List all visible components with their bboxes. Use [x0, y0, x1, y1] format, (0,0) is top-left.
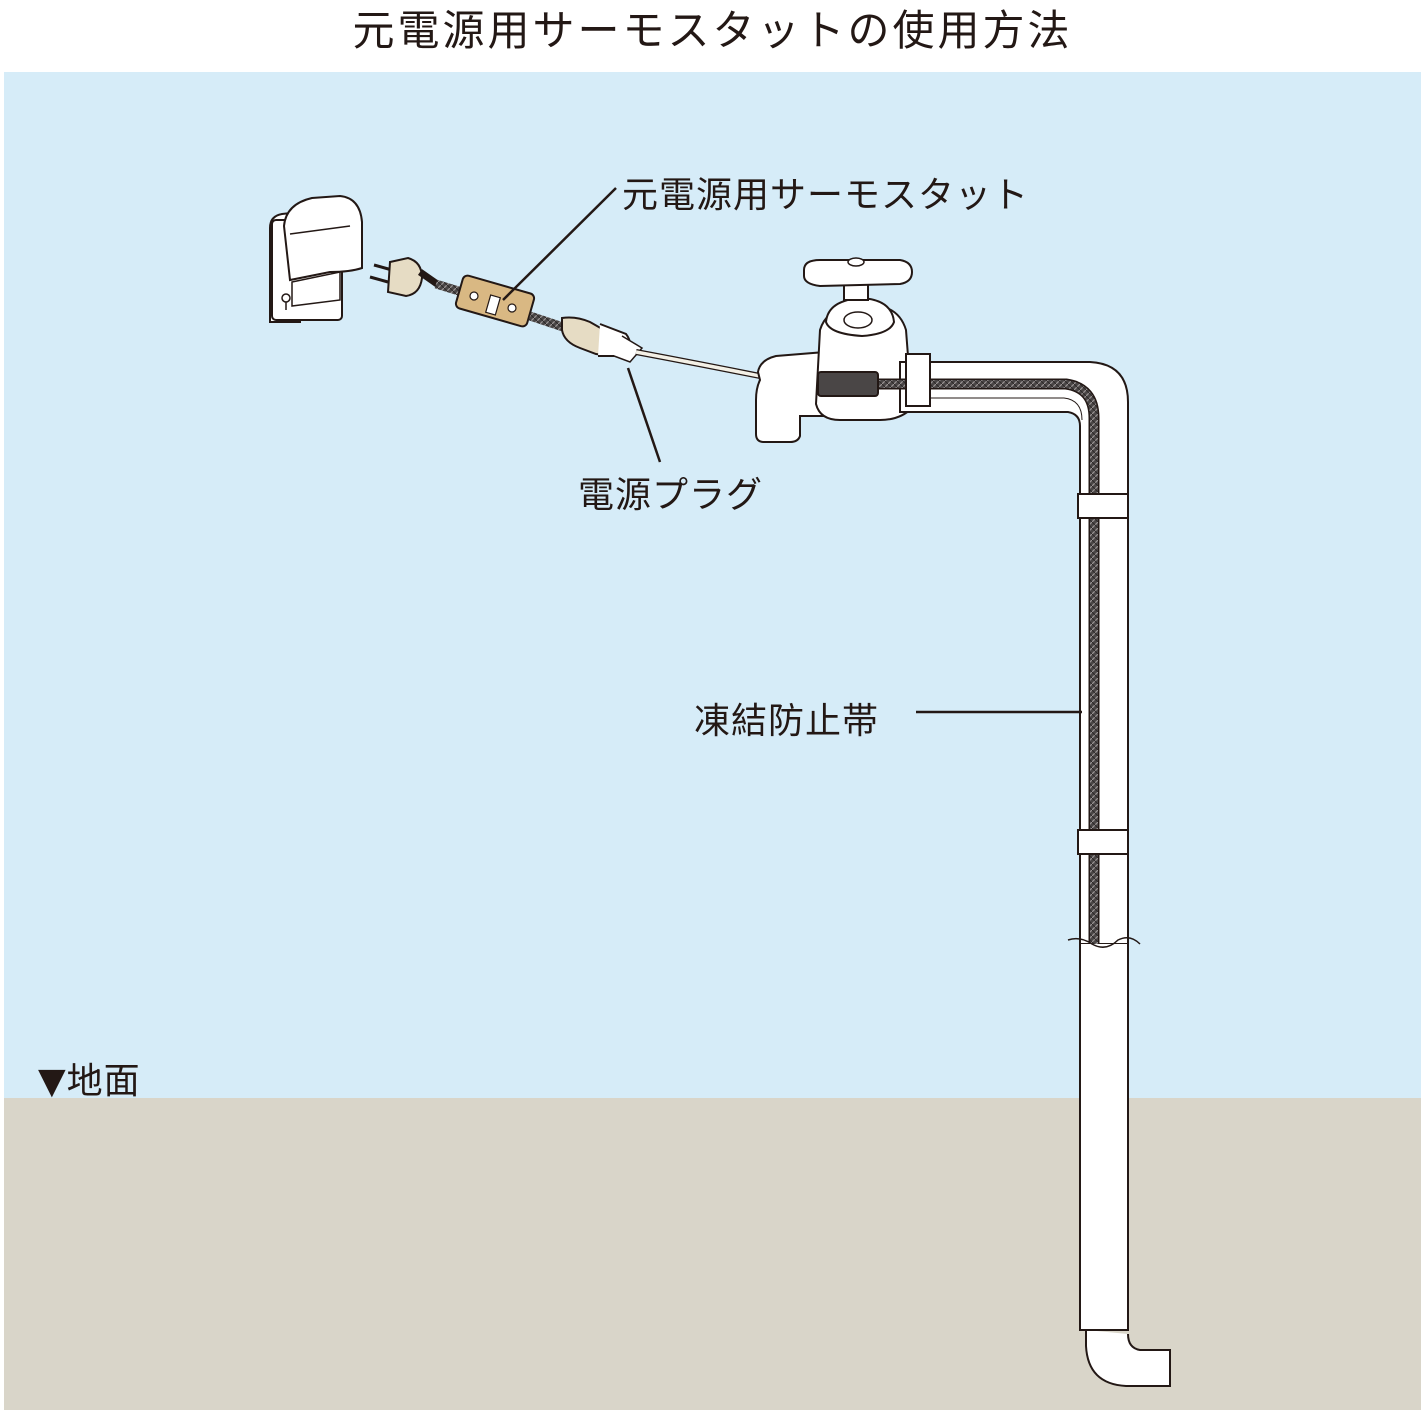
socket-connector: [561, 316, 644, 363]
faucet: [755, 257, 914, 443]
pipe-clamp: [905, 353, 931, 407]
pipe-clamp: [1077, 829, 1129, 855]
water-pipe: [899, 361, 1171, 1387]
outdoor-outlet-icon: [269, 194, 363, 323]
pipe-break-mark: [1067, 937, 1141, 948]
cord-segment: [528, 311, 568, 333]
label-thermostat: 元電源用サーモスタット: [622, 175, 1030, 216]
sky-background: [4, 72, 1421, 1098]
pipe-clamp: [1077, 493, 1129, 519]
thermostat-unit: [454, 274, 536, 328]
leader-line-thermostat: [502, 187, 617, 301]
page-title: 元電源用サーモスタットの使用方法: [352, 6, 1073, 55]
label-freeze-band: 凍結防止帯: [694, 701, 880, 742]
ground-area: [4, 1098, 1421, 1410]
cord-segment: [434, 279, 464, 297]
freeze-protection-band: [817, 371, 1100, 944]
leader-line-plug: [626, 367, 662, 463]
label-power-plug: 電源プラグ: [578, 475, 764, 516]
label-ground: ▼地面: [38, 1061, 141, 1102]
